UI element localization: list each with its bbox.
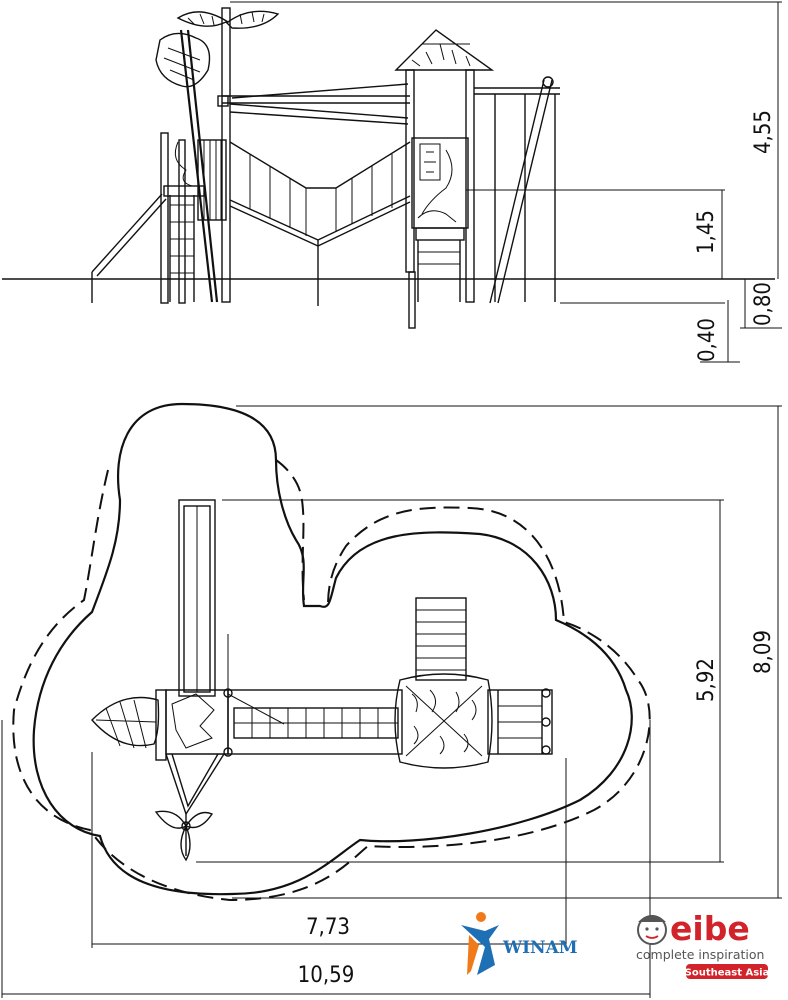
top-beams (217, 83, 410, 125)
dim-total-height: 4,55 (751, 110, 776, 154)
eibe-tagline: complete inspiration (636, 947, 764, 962)
leaf-canopy (91, 696, 160, 747)
eibe-logo: eibe complete inspiration Southeast Asia (630, 900, 780, 985)
hanging-bars-plan (487, 688, 553, 755)
elevation-view: 4,55 1,45 0,80 0,40 (2, 1, 782, 363)
left-ladder (163, 185, 205, 302)
dim-depth-equipment: 5,92 (694, 658, 719, 702)
dim-width-total: 10,59 (298, 963, 355, 988)
slide-plan (178, 499, 216, 697)
right-tower-elevation (394, 29, 495, 329)
winam-wordmark: WINAM (502, 938, 578, 958)
left-tower-post (221, 7, 231, 303)
winam-logo: WINAM (455, 905, 605, 980)
elevation-dimensions: 4,55 1,45 0,80 0,40 (230, 1, 782, 363)
hanging-bars (474, 76, 560, 304)
winam-mark: WINAM (461, 912, 578, 975)
dim-platform-height: 1,45 (694, 210, 719, 254)
right-tower-plan (394, 597, 493, 769)
eibe-region-badge (686, 964, 768, 979)
eibe-region: Southeast Asia (685, 968, 770, 979)
eibe-wordmark: eibe (670, 909, 750, 948)
thatched-roof (394, 29, 495, 71)
left-platform-plan (165, 689, 229, 816)
dim-foundation-depth: 0,80 (751, 282, 776, 326)
safety-zone-dashed (12, 469, 651, 902)
dim-width-equipment: 7,73 (306, 915, 350, 940)
plan-dimensions: 8,09 5,92 7,73 10,59 (1, 405, 782, 998)
safety-zone-outline (32, 402, 633, 896)
plan-view: 8,09 5,92 7,73 10,59 (1, 402, 782, 998)
tower-panel (197, 139, 227, 221)
dim-depth-total: 8,09 (751, 630, 776, 674)
dim-post-depth: 0,40 (695, 318, 720, 362)
bridge-plan (223, 634, 403, 757)
palm-trunk (179, 29, 214, 303)
eibe-mark: eibe complete inspiration Southeast Asia (636, 909, 770, 979)
propeller (154, 810, 214, 862)
palm-top-decoration (155, 10, 280, 88)
left-brace (91, 193, 163, 273)
rope-bridge-elevation (229, 141, 411, 306)
